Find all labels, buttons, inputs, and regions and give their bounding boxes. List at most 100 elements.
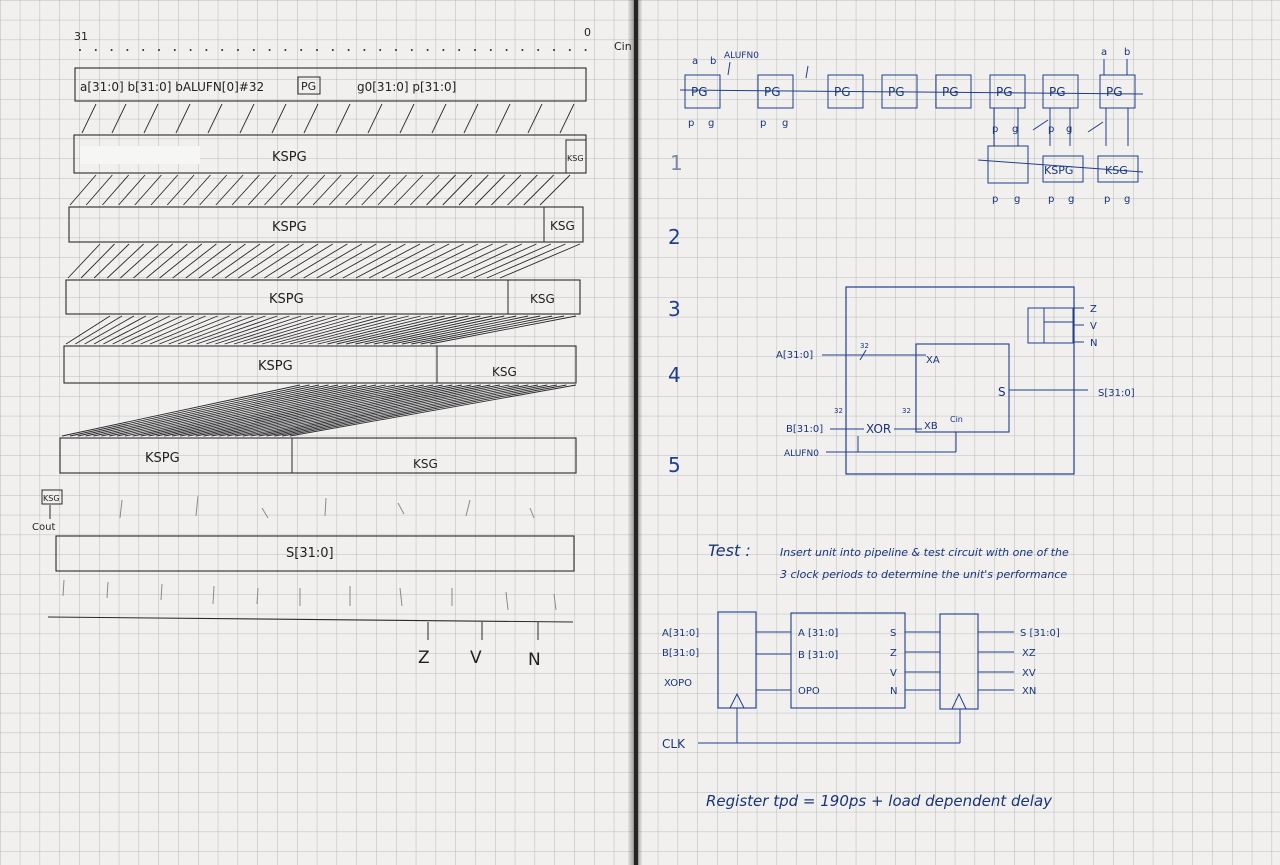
wire [491,174,522,206]
port-p-label: p [760,118,766,129]
bit-dot [395,49,397,51]
lsb-label: 0 [584,26,591,39]
wire [112,315,170,345]
wire [355,243,421,279]
bit-dot [221,49,224,51]
wire [280,174,309,206]
port-p-label: p [1048,124,1054,135]
pipe-out-s: S [31:0] [1020,628,1060,639]
wire [198,243,246,279]
stage5-ksg-label: KSG [413,457,438,471]
bit-dot-row [79,49,587,51]
wire [185,243,232,279]
wire [264,243,319,279]
stage5-kspg-bar [59,437,577,474]
wire [289,315,397,345]
wire [523,174,554,206]
wire [164,384,424,437]
adder-in-alufn: ALUFN0 [784,449,819,459]
test-label: Test : [708,541,751,560]
port-a-label: a [692,56,698,67]
wire [219,384,491,437]
bit-dot [584,49,587,51]
pg-cell-label: PG [1049,85,1066,99]
bit-dot [489,49,492,51]
wire [395,243,464,279]
wire [121,315,182,345]
bit-dot [458,49,461,51]
wire [316,243,377,279]
wire [168,315,242,345]
notebook-gutter [628,0,642,865]
adder-xb: XB [924,421,938,432]
stage5-kspg-label: KSPG [145,451,180,466]
pg-cell-label: PG [996,85,1013,99]
wire [85,384,329,437]
wire [93,384,339,437]
bit-dot [363,49,366,51]
bit-dot [316,49,318,51]
wire [140,315,206,345]
port-g-label: g [708,118,714,129]
wire [67,243,101,279]
pg-cell-label: PG [1106,85,1123,99]
adder-out-v: V [1090,321,1097,332]
pipe-in-op: XOPO [664,678,692,689]
wire [377,174,407,206]
adder-diagram: A[31:0] 32 XA B[31:0] 32 XOR 32 XB Cin A… [776,286,1135,475]
wire [381,243,450,279]
wire [177,315,254,345]
bit-dot [442,49,445,51]
adder-width: 32 [860,342,869,350]
kspg-cell-label: KSPG [1044,164,1073,177]
wire [261,315,362,345]
stage-number: 2 [668,225,681,249]
wire [187,315,266,345]
adder-in-b: B[31:0] [786,424,823,435]
port-p-label: p [688,118,694,129]
wire [280,315,385,345]
wire [156,384,415,437]
bit-dot [94,49,97,51]
bit-dot [379,49,382,51]
stage-number: 1 [670,151,683,175]
wire [234,384,510,437]
wire [473,243,552,279]
port-p-label: p [992,194,998,205]
wire [116,384,367,437]
cin-label: Cin [614,40,632,53]
wire [109,384,358,437]
pipe-clk: CLK [662,737,686,751]
cout-ksg-label: KSG [43,494,60,503]
pg-cell-label: PG [834,85,851,99]
alu-block [790,612,906,709]
pipe-v: V [890,668,897,679]
bit-dot [568,49,571,51]
wire [361,174,391,206]
pipe-out-v: XV [1022,668,1036,679]
input-bar-outputs: g0[31:0] p[31:0] [357,80,456,94]
port-b-label: b [710,56,716,67]
adder-in-a: A[31:0] [776,350,813,361]
wire [392,315,529,345]
stage3-wires [67,243,581,279]
wire [447,243,523,279]
wire [149,315,218,345]
stage3-ksg-label: KSG [530,292,555,306]
wire [329,243,392,279]
alufn-label: ALUFN0 [724,51,759,61]
wire [252,315,350,345]
wire [84,315,135,345]
wire [539,174,571,206]
wire [203,384,472,437]
stage2-kspg-label: KSPG [272,220,307,235]
wire [118,174,146,206]
flag-v-label: V [470,648,482,668]
wire [196,315,278,345]
adder-cin: Cin [950,415,963,424]
wire [308,315,421,345]
wire [224,315,314,345]
stage1-wires [81,103,575,134]
wire [159,243,203,279]
pipe-port-op: OPO [798,686,820,697]
